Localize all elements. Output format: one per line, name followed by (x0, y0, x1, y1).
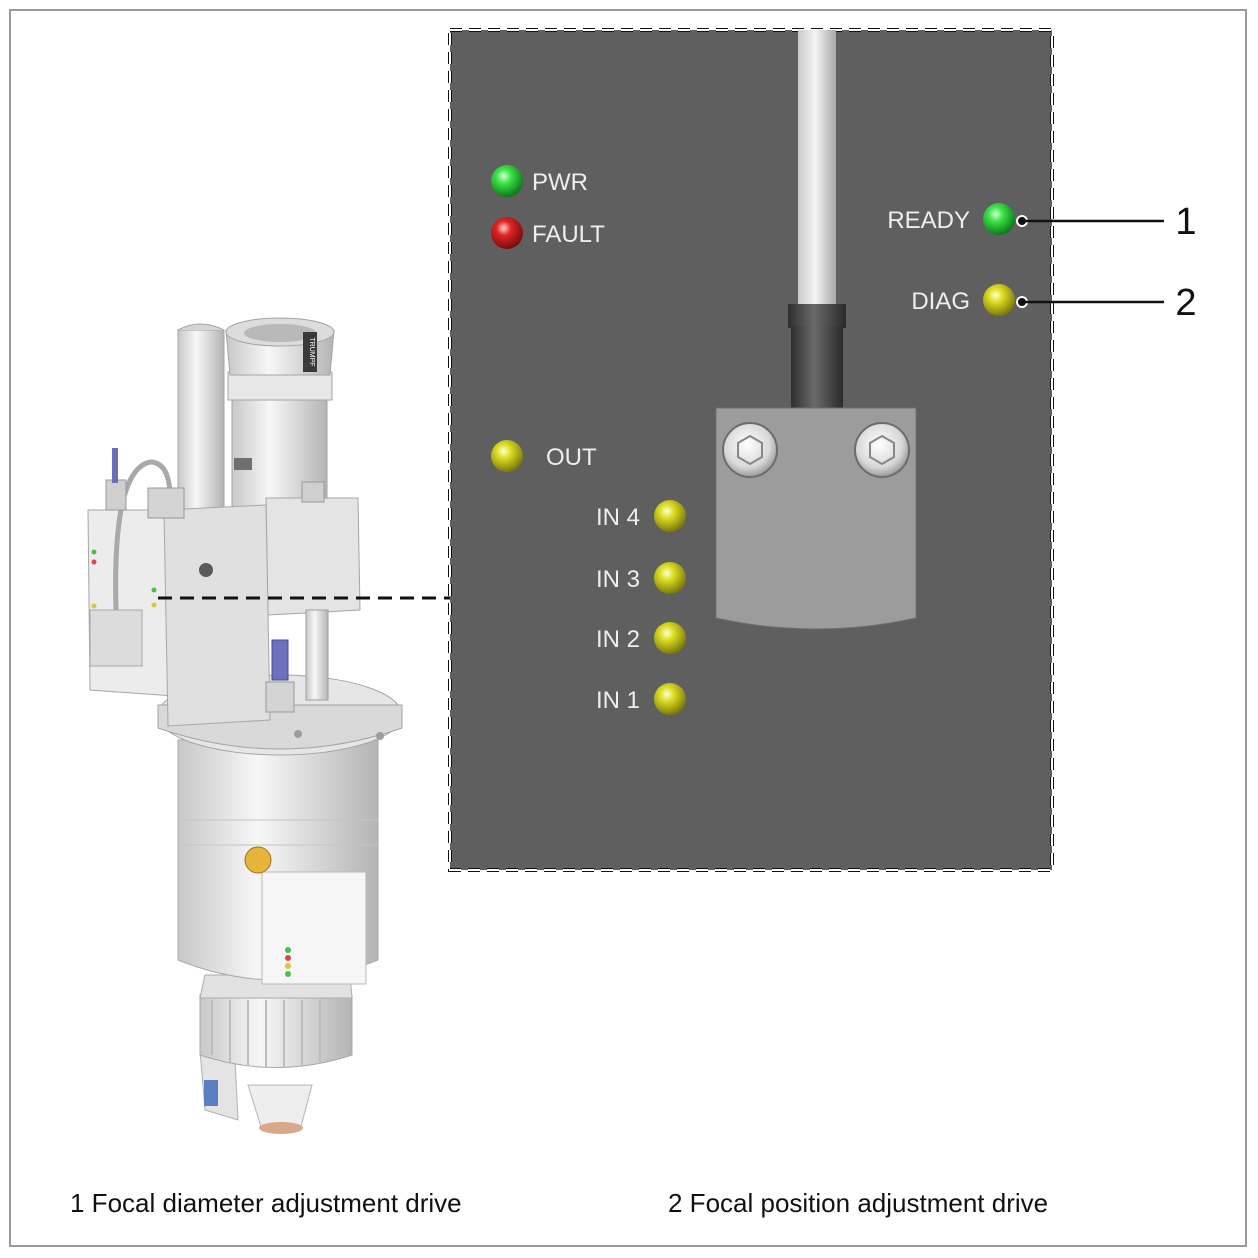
out-led-icon (491, 440, 523, 472)
in4-label: IN 4 (596, 504, 640, 531)
in1-label: IN 1 (596, 687, 640, 714)
callout-number-2: 2 (1175, 282, 1196, 324)
in1-led-icon (654, 683, 686, 715)
brand-label: TRUMPF (308, 337, 315, 366)
caption-focal-position: 2 Focal position adjustment drive (668, 1188, 1048, 1219)
pwr-led-icon (491, 165, 523, 197)
in3-led-icon (654, 562, 686, 594)
caption-focal-diameter: 1 Focal diameter adjustment drive (70, 1188, 462, 1219)
screw-icon (855, 423, 909, 477)
fault-label: FAULT (532, 221, 605, 248)
in4-led-icon (654, 500, 686, 532)
screw-icon (723, 423, 777, 477)
in3-label: IN 3 (596, 566, 640, 593)
in2-label: IN 2 (596, 626, 640, 653)
in2-led-icon (654, 622, 686, 654)
callout-number-1: 1 (1175, 201, 1196, 243)
ready-label: READY (887, 207, 970, 234)
cutting-head-illustration: TRUMPF (88, 318, 402, 1134)
out-label: OUT (546, 444, 597, 471)
sensor-cable (798, 30, 836, 312)
zoomed-led-panel: PWR FAULT READY DIAG OUT IN 4 IN 3 IN 2 … (450, 30, 1052, 870)
diag-label: DIAG (911, 288, 970, 315)
ready-led-icon (983, 203, 1015, 235)
fault-led-icon (491, 217, 523, 249)
diag-led-icon (983, 284, 1015, 316)
pwr-label: PWR (532, 169, 588, 196)
